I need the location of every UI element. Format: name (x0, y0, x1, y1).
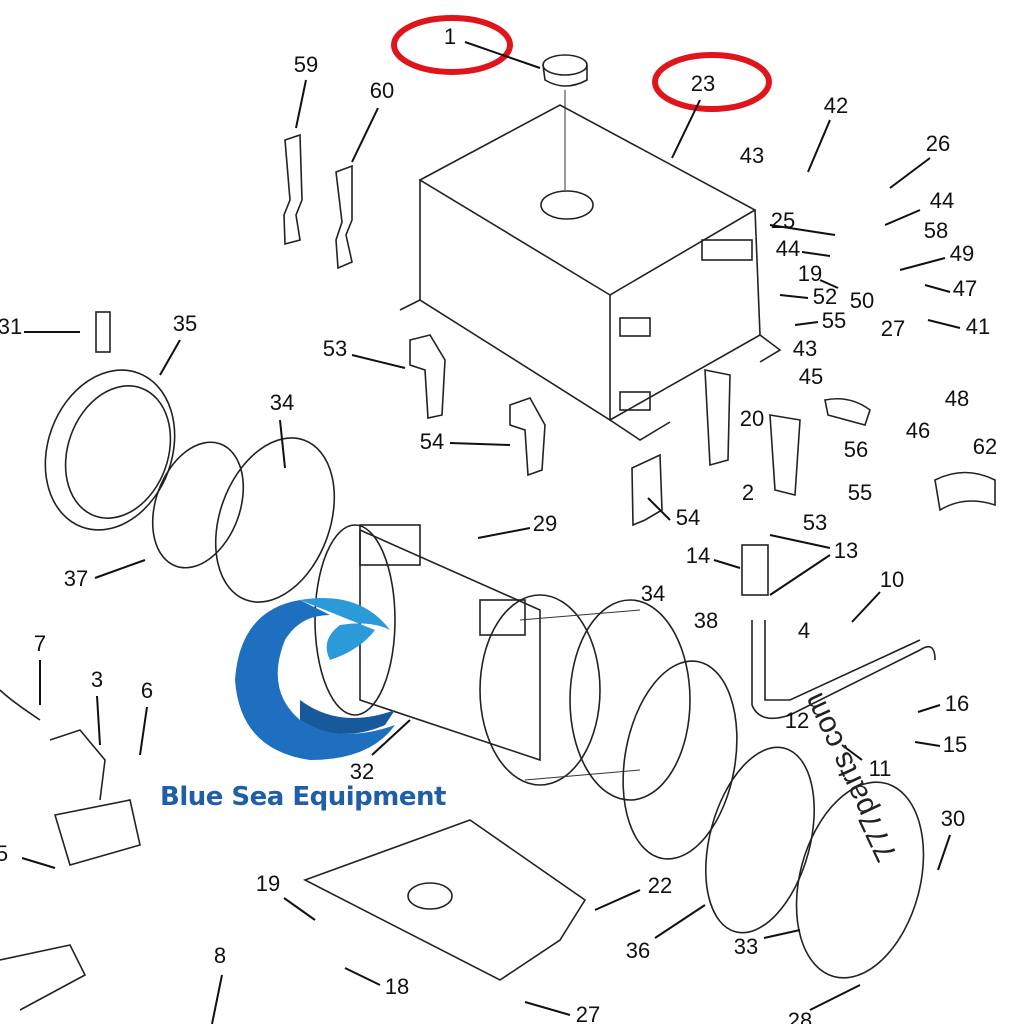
callout-46: 46 (906, 418, 930, 443)
callout-5: 5 (0, 841, 8, 866)
blue-sea-logo-icon (235, 598, 395, 760)
callout-34: 34 (270, 390, 294, 415)
callout-41: 41 (966, 314, 990, 339)
bracket-60 (335, 164, 353, 270)
callout-38: 38 (694, 608, 718, 633)
callout-4: 4 (798, 618, 810, 643)
leader-lines (21, 41, 961, 1024)
tank (399, 54, 782, 441)
highlight-ring-1 (391, 15, 513, 75)
callout-26: 26 (926, 131, 950, 156)
callout-19: 19 (256, 871, 280, 896)
callout-13: 13 (834, 538, 858, 563)
callout-54: 54 (676, 505, 700, 530)
callout-48: 48 (945, 386, 969, 411)
callout-34: 34 (641, 581, 665, 606)
brand-name: Blue Sea Equipment (160, 782, 446, 812)
callout-54: 54 (420, 429, 444, 454)
callout-14: 14 (686, 543, 710, 568)
callout-56: 56 (844, 437, 868, 462)
callout-44: 44 (930, 188, 954, 213)
highlight-ring-23 (652, 52, 772, 112)
callout-8: 8 (214, 943, 226, 968)
callout-18: 18 (385, 974, 409, 999)
pipe-4 (751, 620, 936, 720)
callout-53: 53 (803, 510, 827, 535)
callout-3: 3 (91, 667, 103, 692)
callout-50: 50 (850, 288, 874, 313)
callout-32: 32 (350, 759, 374, 784)
callout-52: 52 (813, 284, 837, 309)
callout-15: 15 (943, 732, 967, 757)
callout-19: 19 (798, 261, 822, 286)
gasket-34 (214, 437, 336, 603)
callout-2: 2 (742, 480, 754, 505)
callout-35: 35 (173, 311, 197, 336)
callout-23: 23 (691, 71, 715, 96)
callout-60: 60 (370, 78, 394, 103)
gasket-36 (705, 746, 815, 934)
callout-55: 55 (848, 480, 872, 505)
callout-58: 58 (924, 218, 948, 243)
callout-10: 10 (880, 567, 904, 592)
callout-33: 33 (734, 934, 758, 959)
callout-29: 29 (533, 511, 557, 536)
cover-33 (795, 781, 925, 979)
callout-55: 55 (822, 308, 846, 333)
flange-38 (622, 660, 738, 860)
callout-45: 45 (799, 364, 823, 389)
callout-16: 16 (945, 691, 969, 716)
callout-7: 7 (34, 631, 46, 656)
o-ring-37 (151, 441, 245, 569)
callout-59: 59 (294, 52, 318, 77)
callout-42: 42 (824, 93, 848, 118)
callout-20: 20 (740, 406, 764, 431)
callout-27: 27 (881, 316, 905, 341)
callout-11: 11 (869, 756, 892, 781)
callout-36: 36 (626, 938, 650, 963)
callout-37: 37 (64, 566, 88, 591)
callout-labels: 1 23 59 60 42 43 26 44 25 58 44 49 19 47… (0, 24, 997, 1024)
callout-43: 43 (740, 143, 764, 168)
callout-12: 12 (785, 708, 809, 733)
callout-62: 62 (973, 434, 997, 459)
bracket-59 (283, 133, 303, 246)
callout-30: 30 (941, 806, 965, 831)
callout-44: 44 (776, 236, 800, 261)
callout-27: 27 (576, 1002, 600, 1024)
callout-31: 31 (0, 314, 22, 339)
cooler-body (314, 524, 738, 860)
callout-1: 1 (444, 24, 456, 49)
callout-25: 25 (771, 208, 795, 233)
callout-28: 28 (788, 1008, 812, 1024)
callout-49: 49 (950, 241, 974, 266)
callout-53: 53 (323, 336, 347, 361)
callout-22: 22 (648, 873, 672, 898)
plate-22 (303, 819, 587, 981)
callout-43: 43 (793, 336, 817, 361)
callout-47: 47 (953, 276, 977, 301)
callout-6: 6 (141, 678, 153, 703)
